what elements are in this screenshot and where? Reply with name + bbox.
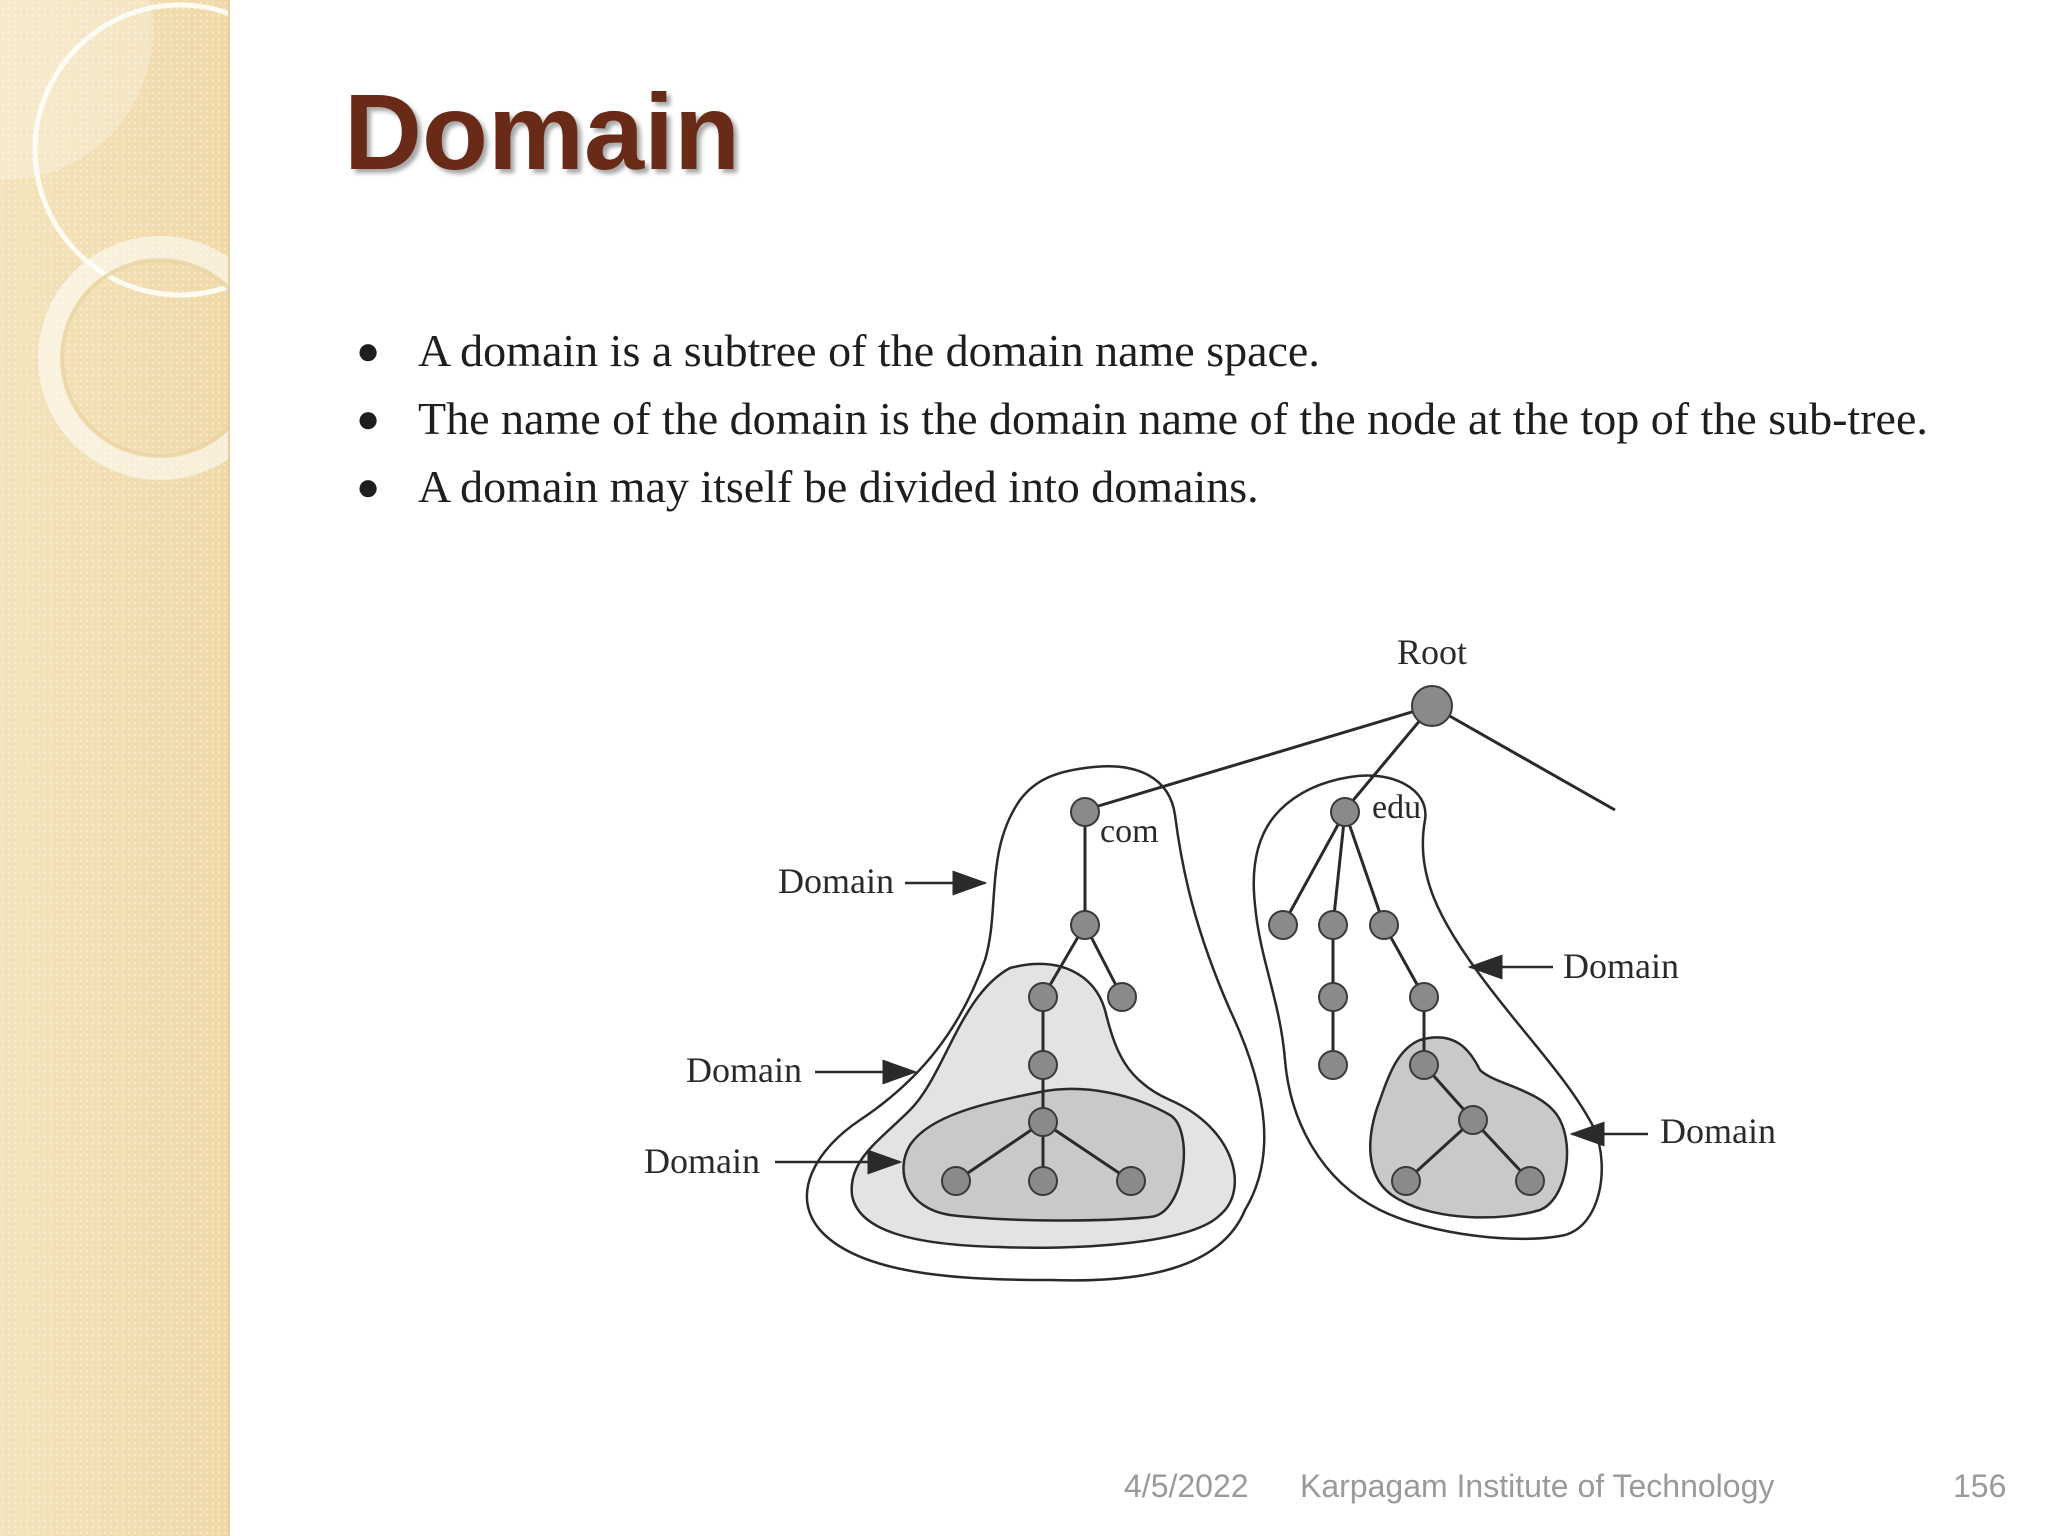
- tree-node: [1028, 982, 1058, 1012]
- tree-node: [1458, 1105, 1488, 1135]
- tree-node: [1268, 910, 1298, 940]
- bullet-list: ● A domain is a subtree of the domain na…: [346, 318, 2006, 522]
- bullet-item: ● A domain is a subtree of the domain na…: [346, 318, 2006, 384]
- domain-arrows: [775, 870, 1648, 1175]
- bullet-item: ● A domain may itself be divided into do…: [346, 454, 2006, 520]
- tree-node: [1409, 1050, 1439, 1080]
- bullet-dot-icon: ●: [356, 328, 381, 373]
- bullet-dot-icon: ●: [356, 396, 381, 441]
- tree-node: [1369, 910, 1399, 940]
- tree-node: [1515, 1166, 1545, 1196]
- root-label: Root: [1397, 632, 1467, 672]
- bullet-dot-icon: ●: [356, 464, 381, 509]
- tree-node: [1070, 910, 1100, 940]
- tree-node: [1391, 1166, 1421, 1196]
- bullet-text: The name of the domain is the domain nam…: [418, 393, 1928, 444]
- tree-node: [1028, 1166, 1058, 1196]
- edu-node: [1330, 797, 1360, 827]
- tree-node: [1409, 982, 1439, 1012]
- com-label: com: [1100, 813, 1159, 850]
- tree-node: [941, 1166, 971, 1196]
- tree-node: [1318, 910, 1348, 940]
- bullet-text: A domain may itself be divided into doma…: [418, 461, 1259, 512]
- bullet-text: A domain is a subtree of the domain name…: [418, 325, 1320, 376]
- domain-label: Domain: [686, 1050, 802, 1090]
- com-node: [1070, 797, 1100, 827]
- tree-node: [1318, 1050, 1348, 1080]
- domain-tree-diagram: Root com edu Domain Domain Domain Domain…: [644, 632, 1776, 1282]
- root-node: [1411, 685, 1453, 727]
- footer-date: 4/5/2022: [1124, 1468, 1249, 1504]
- tree-node: [1028, 1107, 1058, 1137]
- domain-label: Domain: [778, 861, 894, 901]
- tree-node: [1028, 1050, 1058, 1080]
- decorative-sidebar: [0, 0, 230, 1536]
- tree-node: [1107, 982, 1137, 1012]
- footer-institution: Karpagam Institute of Technology: [1300, 1468, 1775, 1504]
- slide-title: Domain: [344, 71, 741, 192]
- domain-label: Domain: [1563, 946, 1679, 986]
- bullet-item: ● The name of the domain is the domain n…: [346, 386, 2006, 452]
- edu-label: edu: [1372, 789, 1421, 826]
- domain-label: Domain: [644, 1141, 760, 1181]
- domain-label: Domain: [1660, 1111, 1776, 1151]
- footer-page-number: 156: [1953, 1468, 2007, 1504]
- decorative-circles: [0, 0, 228, 480]
- tree-nodes: [941, 685, 1545, 1196]
- tree-node: [1318, 982, 1348, 1012]
- tree-node: [1116, 1166, 1146, 1196]
